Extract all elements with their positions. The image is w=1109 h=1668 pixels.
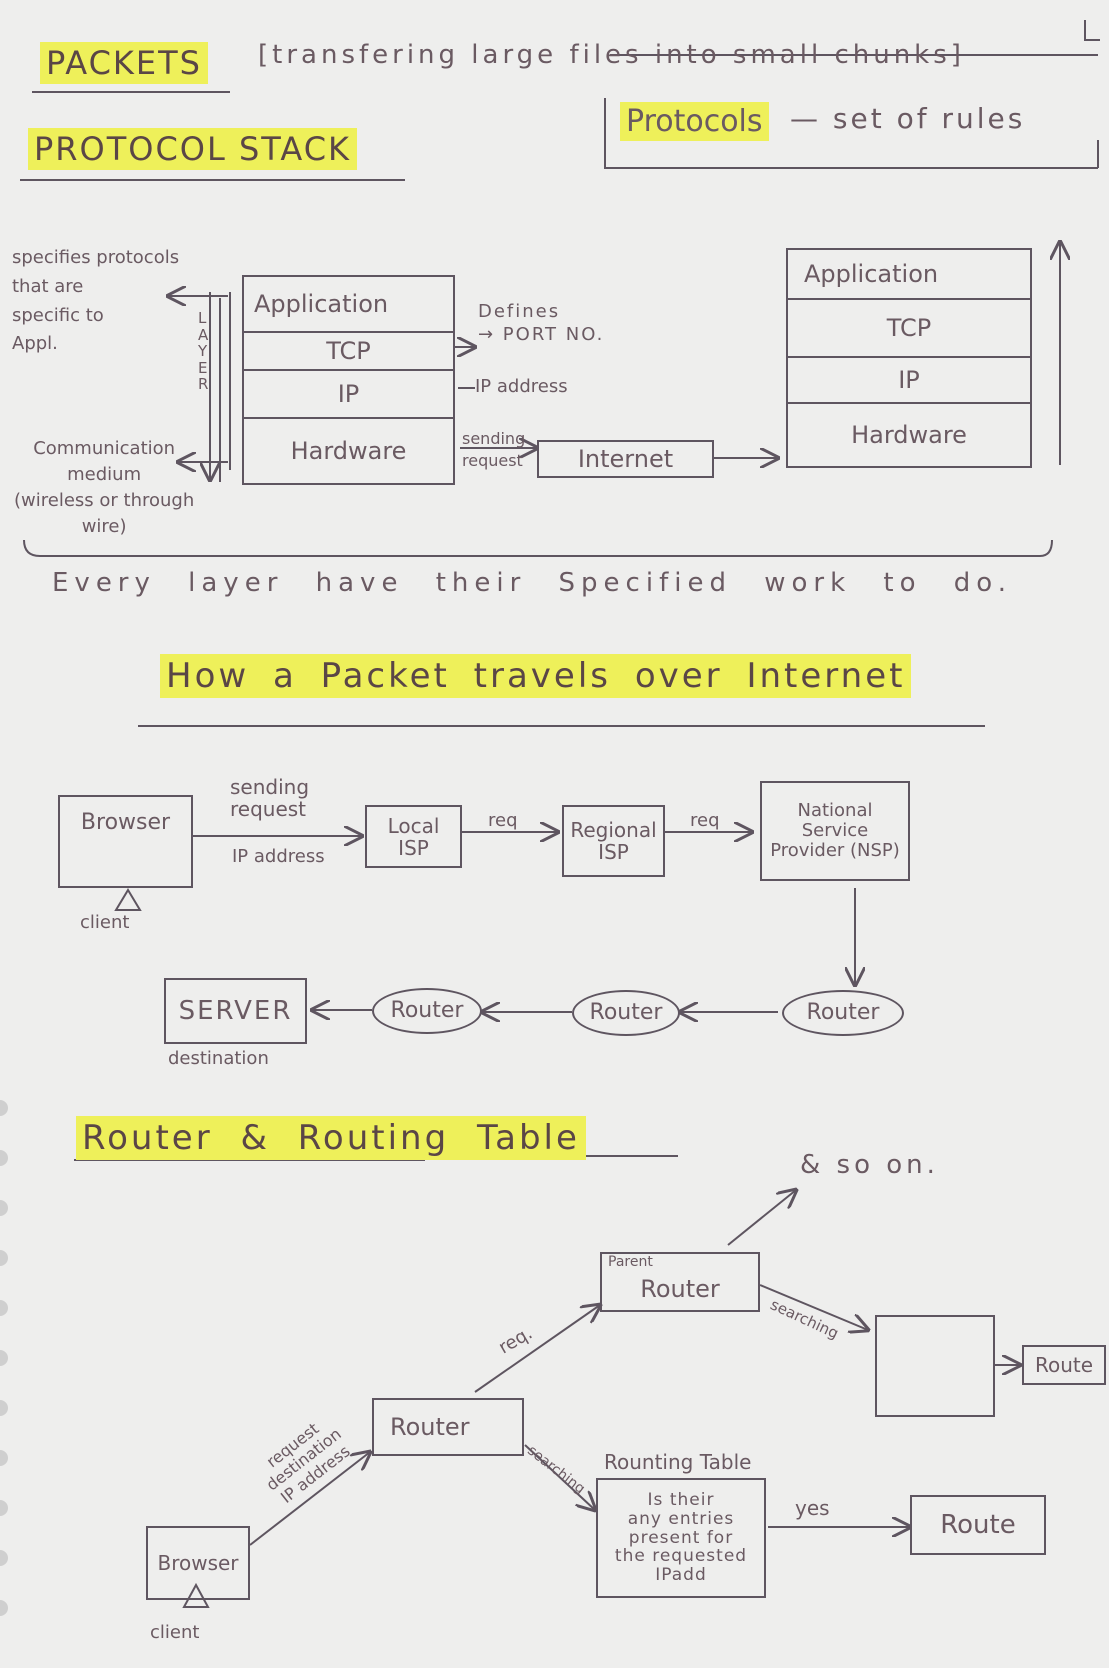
parent-router-box: Router [600,1252,760,1312]
req-label-1: req [488,810,518,831]
routing-table-title: Rounting Table [604,1450,752,1474]
route-box-2: Route [910,1495,1046,1555]
sending-request-label: sending request [230,775,310,821]
routing-heading: Router & Routing Table [76,1116,586,1160]
parent-label: Parent [608,1254,653,1270]
req-label-2: req [690,810,720,831]
sending-request-note: sending request [462,429,526,471]
local-isp-box: Local ISP [365,805,462,868]
ip-address-note: IP address [475,376,568,397]
right-stack-ip: IP [786,356,1032,404]
protocols-definition: — set of rules [790,102,1026,135]
yes-label: yes [795,1496,830,1520]
destination-label: destination [168,1048,269,1069]
defines-port-note: Defines → PORT NO. [478,301,605,346]
stack-layer-ip: IP [242,369,455,419]
stack-layer-application: Application [242,275,455,333]
client-label-2: client [150,1622,200,1643]
layer-label: L A Y E R [198,309,209,393]
router-box: Router [372,1398,524,1456]
every-layer-note: Every layer have their Specified work to… [52,568,1012,598]
packets-description: [transfering large files into small chun… [258,40,965,70]
application-layer-note: specifies protocols that are specific to… [12,247,180,355]
communication-medium-note: Communication medium (wireless or throug… [14,438,195,538]
packets-heading: PACKETS [40,42,208,84]
routing-table-box: Is their any entries present for the req… [596,1478,766,1598]
travel-heading: How a Packet travels over Internet [160,654,912,698]
internet-box: Internet [537,440,714,478]
route-box-1: Route [1022,1345,1106,1385]
right-stack-tcp: TCP [786,298,1032,358]
nsp-box: National Service Provider (NSP) [760,781,910,881]
stack-layer-tcp: TCP [242,331,455,371]
server-box: SERVER [164,978,307,1044]
stack-layer-hardware: Hardware [242,417,455,485]
right-stack-application: Application [786,248,1032,300]
ip-address-label: IP address [232,846,325,867]
browser-box-2: Browser [146,1526,250,1600]
router-oval-1: Router [372,988,482,1034]
regional-isp-box: Regional ISP [562,805,665,877]
router-oval-3: Router [782,990,904,1036]
so-on-label: & so on. [800,1150,939,1180]
routing-table-small [875,1315,995,1417]
client-label: client [80,912,130,933]
browser-box: Browser [58,795,193,888]
protocols-term: Protocols [620,102,769,141]
router-oval-2: Router [572,990,680,1036]
right-stack-hardware: Hardware [786,402,1032,468]
protocol-stack-heading: PROTOCOL STACK [28,128,358,170]
